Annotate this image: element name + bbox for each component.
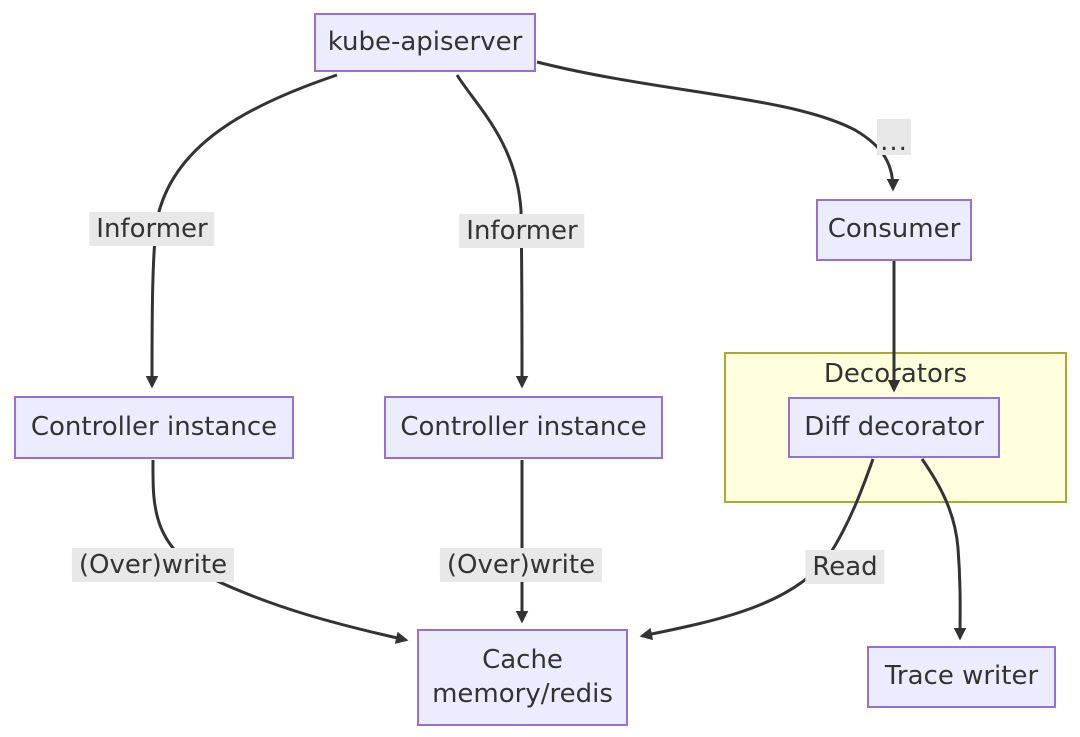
node-diff-decorator: Diff decorator xyxy=(788,397,1000,458)
edge-label-ellipsis: ... xyxy=(877,119,911,155)
node-trace-writer: Trace writer xyxy=(867,646,1056,708)
edge-kube-to-controller2 xyxy=(455,74,529,389)
edge-label-overwrite-1: (Over)write xyxy=(71,548,235,582)
edge-kube-to-consumer xyxy=(536,60,900,192)
node-kube-apiserver: kube-apiserver xyxy=(314,13,536,72)
edge-label-overwrite-2: (Over)write xyxy=(439,548,603,582)
edge-label-informer-1: Informer xyxy=(89,212,215,246)
node-consumer: Consumer xyxy=(816,199,972,261)
node-controller-instance-2: Controller instance xyxy=(384,396,663,459)
edge-diff-to-cache xyxy=(639,458,875,641)
edge-diff-to-trace xyxy=(920,458,967,641)
node-cache-memory-redis: Cache memory/redis xyxy=(417,629,628,726)
edge-label-informer-2: Informer xyxy=(459,214,585,248)
edge-label-read: Read xyxy=(805,550,885,584)
node-controller-instance-1: Controller instance xyxy=(14,396,294,459)
